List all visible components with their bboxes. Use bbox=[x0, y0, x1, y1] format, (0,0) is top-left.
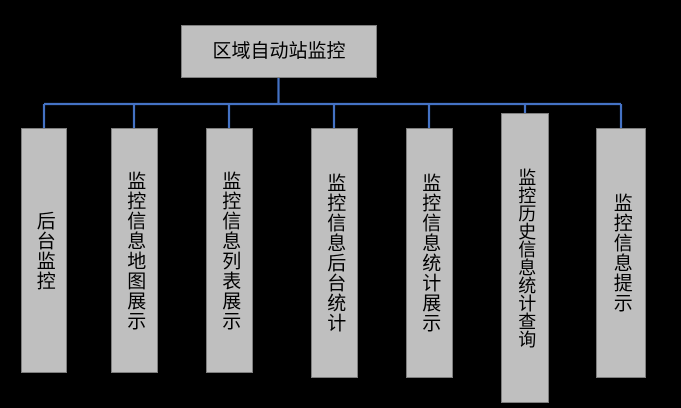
node-child-6[interactable]: 监控历史信息统计查询 bbox=[501, 113, 549, 403]
node-child-2[interactable]: 监控信息地图展示 bbox=[111, 128, 158, 373]
node-child-5[interactable]: 监控信息统计展示 bbox=[406, 128, 453, 378]
node-child-7[interactable]: 监控信息提示 bbox=[596, 128, 646, 378]
node-root[interactable]: 区域自动站监控 bbox=[181, 25, 377, 78]
node-child-4[interactable]: 监控信息后台统计 bbox=[311, 128, 358, 378]
node-child-1[interactable]: 后台监控 bbox=[21, 128, 67, 373]
node-child-3[interactable]: 监控信息列表展示 bbox=[206, 128, 253, 373]
